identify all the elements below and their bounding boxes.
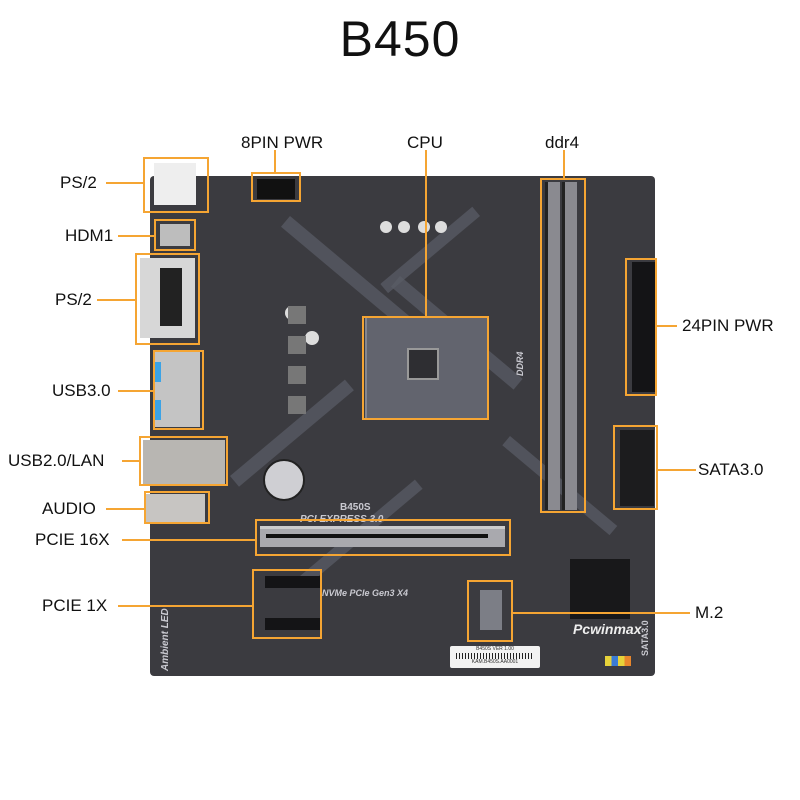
label-24pin: 24PIN PWR: [682, 316, 774, 335]
leader-line: [425, 150, 427, 317]
pcie-x1-slot: [265, 618, 320, 630]
label-hdmi: HDM1: [65, 226, 114, 245]
capacitor: [398, 221, 410, 233]
ps2-port: [154, 163, 196, 205]
sticker-line1: B450S VER 1.00: [476, 646, 514, 652]
leader-line: [118, 390, 154, 392]
serial-sticker: B450S VER 1.00 KAM.B450S.AA0001: [450, 646, 540, 668]
silk-model: B450S: [340, 502, 371, 513]
choke: [288, 396, 306, 414]
silk-ddr4: DDR4: [515, 351, 525, 376]
leader-line: [658, 469, 696, 471]
silk-nvme: NVMe PCIe Gen3 X4: [322, 588, 409, 598]
vga-port: [140, 258, 195, 338]
callout-box-pcie1: [252, 569, 322, 639]
usb3-ports: [155, 352, 200, 427]
callout-box-pcie16: [255, 519, 511, 556]
callout-box-usb2-lan: [139, 436, 228, 486]
callout-box-24pin: [625, 258, 657, 396]
cpu-socket: [365, 316, 489, 420]
usb3-blue-tab: [155, 362, 161, 382]
callout-box-usb3: [153, 350, 204, 430]
choke: [288, 366, 306, 384]
pcie-x16-slot: [260, 526, 505, 547]
leader-line: [512, 612, 690, 614]
silk-sata: SATA3.0: [640, 620, 650, 656]
leader-line: [106, 508, 145, 510]
label-usb3: USB3.0: [52, 381, 111, 400]
pcb-stripe: [380, 206, 480, 294]
choke: [288, 306, 306, 324]
label-audio: AUDIO: [42, 499, 96, 518]
callout-box-ps2-vga: [135, 253, 200, 345]
leader-line: [97, 299, 136, 301]
label-ddr4: ddr4: [545, 133, 580, 152]
pcie-x1-slot: [265, 576, 320, 588]
choke: [288, 336, 306, 354]
brand-logo: Pcwinmax: [573, 621, 642, 637]
label-8pin: 8PIN PWR: [241, 133, 324, 152]
chipset-heatsink: [570, 559, 630, 619]
capacitor: [380, 221, 392, 233]
audio-jacks: [145, 494, 205, 522]
leader-line: [657, 325, 677, 327]
vga-connector: [160, 268, 182, 326]
label-sata: SATA3.0: [698, 460, 764, 479]
silk-ambient: Ambient LED: [160, 608, 171, 671]
leader-line: [563, 150, 565, 179]
sticker-line2: KAM.B450S.AA0001: [471, 659, 519, 665]
capacitor: [305, 331, 319, 345]
label-m2: M.2: [695, 603, 724, 622]
capacitor: [418, 221, 430, 233]
leader-line: [122, 460, 140, 462]
barcode: [456, 653, 534, 659]
callout-box-ps2-top: [143, 157, 209, 213]
dimm-slot: [545, 182, 560, 510]
eps-8pin-connector: [257, 179, 295, 199]
socket-center: [407, 348, 439, 380]
label-pcie16: PCIE 16X: [35, 530, 110, 549]
usb2-lan-ports: [143, 440, 225, 485]
hdmi-port: [160, 224, 190, 246]
leader-line: [106, 182, 144, 184]
front-panel-header: [605, 656, 631, 666]
callout-box-hdmi: [154, 219, 196, 251]
sata-ports: [620, 430, 654, 506]
label-ps2-vga: PS/2: [55, 290, 92, 309]
callout-box-ddr4: [540, 178, 586, 513]
callout-box-audio: [144, 491, 210, 524]
label-pcie1: PCIE 1X: [42, 596, 108, 615]
callout-box-sata: [613, 425, 658, 510]
leader-line: [122, 539, 256, 541]
atx-24pin-connector: [632, 262, 655, 392]
dimm-slot: [562, 182, 577, 510]
leader-line: [274, 150, 276, 173]
label-ps2-top: PS/2: [60, 173, 97, 192]
callout-box-8pin: [251, 172, 301, 202]
cmos-battery: [263, 459, 305, 501]
callout-box-cpu: [362, 316, 489, 420]
label-cpu: CPU: [407, 133, 443, 152]
page-title: B450: [339, 11, 461, 67]
leader-line: [118, 235, 155, 237]
capacitor: [435, 221, 447, 233]
leader-line: [118, 605, 253, 607]
label-usb2-lan: USB2.0/LAN: [8, 451, 105, 470]
m2-slot: [480, 590, 502, 630]
usb3-blue-tab: [155, 400, 161, 420]
slot-groove: [266, 534, 488, 538]
callout-box-m2: [467, 580, 513, 642]
motherboard-image: B450S VER 1.00 KAM.B450S.AA0001 B450S PC…: [150, 176, 655, 676]
